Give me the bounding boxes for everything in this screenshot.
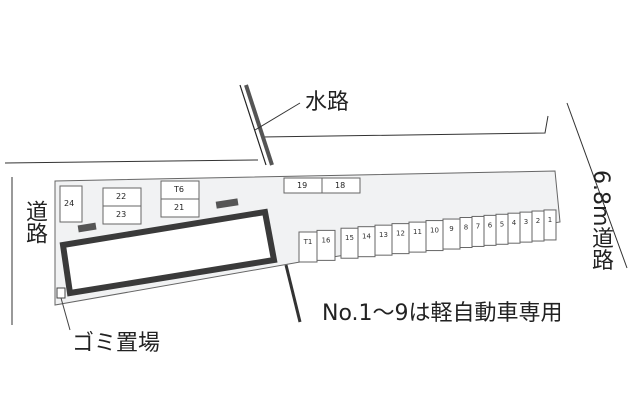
stall-row-label: 3 <box>524 218 528 226</box>
stall-row-label: 4 <box>512 219 517 227</box>
stall-row-box <box>357 226 376 258</box>
stall-label: 21 <box>174 203 185 212</box>
stall-row-label: 14 <box>362 233 371 241</box>
stall-label: 19 <box>297 181 308 190</box>
stall-row-box <box>442 218 461 250</box>
stall-23-box <box>102 205 142 225</box>
lot-boundary-wall <box>284 264 302 323</box>
trash-leader-line <box>60 297 71 331</box>
stall-row-box <box>316 229 336 261</box>
road-edge-right <box>566 102 628 269</box>
stall-row-label: 6 <box>488 221 493 229</box>
trash-label: ゴミ置場 <box>72 331 161 356</box>
stall-row-label: 1 <box>548 216 552 224</box>
stall-18-box <box>321 177 361 194</box>
stall-row-label: T1 <box>303 238 313 246</box>
stall-row-box <box>391 223 410 255</box>
stall-label: T6 <box>174 185 184 194</box>
stall-row-label: 13 <box>379 231 388 239</box>
stall-row-box <box>459 217 473 249</box>
stall-row-label: 8 <box>464 224 468 232</box>
stall-24-box <box>59 185 83 223</box>
stall-row-box <box>519 211 533 243</box>
stall-row-box <box>425 220 444 252</box>
stall-label: 18 <box>335 181 346 190</box>
stall-row-box <box>374 224 393 256</box>
stall-row-box <box>408 221 427 253</box>
road-edge-top-left <box>4 159 259 164</box>
stall-label: 22 <box>116 192 127 201</box>
trash-area-box <box>56 287 66 299</box>
road-right-label: 6.8m道路 <box>588 170 613 271</box>
stall-row-box <box>531 210 545 242</box>
stall-row-label: 9 <box>449 225 453 233</box>
stall-row-box <box>543 209 557 241</box>
stall-row-box <box>298 231 318 263</box>
stall-row-box <box>340 227 359 259</box>
stall-label: 24 <box>64 199 75 208</box>
stall-row-label: 16 <box>322 236 331 244</box>
stall-row-label: 2 <box>536 217 540 225</box>
stall-row-box <box>483 214 497 246</box>
waterway-channel <box>239 84 267 166</box>
stall-row-label: 11 <box>413 228 422 236</box>
stall-21-box <box>160 198 200 218</box>
road-left-label: 道路 <box>22 200 47 244</box>
stall-label: 23 <box>116 210 127 219</box>
stall-row-box <box>471 215 485 247</box>
stall-row-box <box>495 213 509 245</box>
stall-row-label: 15 <box>345 234 354 242</box>
waterway-leader-line <box>254 102 301 131</box>
building <box>59 208 278 297</box>
stall-row-label: 10 <box>430 227 439 235</box>
waterway-channel-fill <box>244 84 274 166</box>
stall-row-label: 7 <box>476 222 480 230</box>
stairs-marks <box>77 198 239 233</box>
stall-row-label: 12 <box>396 230 405 238</box>
waterway-bank <box>261 115 549 138</box>
stall-row-box <box>507 212 521 244</box>
kei-car-note: No.1〜9は軽自動車専用 <box>322 301 563 326</box>
waterway-label: 水路 <box>305 90 350 115</box>
stall-row-label: 5 <box>500 220 504 228</box>
